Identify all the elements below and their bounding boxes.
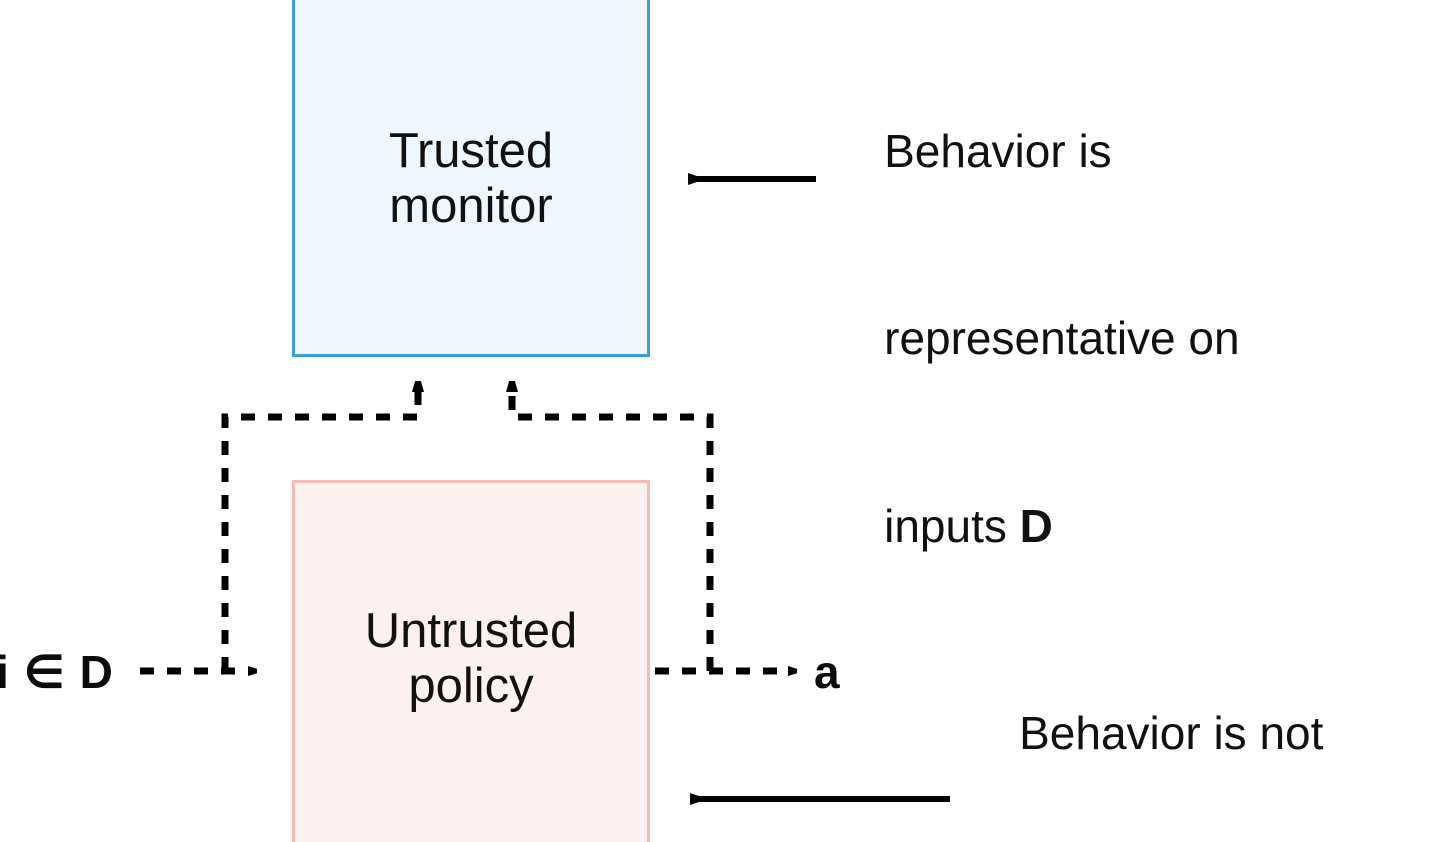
node-trusted-monitor[interactable]: Trusted monitor [292,0,650,357]
node-trusted-monitor-label-line1: Trusted [388,123,554,178]
node-untrusted-policy-label-line1: Untrusted [364,604,578,659]
node-untrusted-policy[interactable]: Untrusted policy [292,480,650,842]
node-trusted-monitor-label: Trusted monitor [389,124,553,234]
node-untrusted-policy-label: Untrusted policy [365,604,577,714]
annotation-top-line2: representative on [884,312,1240,365]
annotation-top: Behavior is representative on inputs D [833,57,1240,620]
node-untrusted-policy-label-line2: policy [408,659,534,713]
annotation-bottom-line1: Behavior is not [1019,706,1324,759]
annotation-top-line1: Behavior is [884,124,1112,177]
annotation-bottom: Behavior is not representative on inputs… [968,639,1375,842]
edge-label-action: a [814,646,840,698]
edge-label-input: i ∈ D [0,646,114,698]
annotation-top-line3-bold: D [1019,499,1053,552]
annotation-top-line3-prefix: inputs [884,499,1020,552]
node-trusted-monitor-label-line2: monitor [389,178,553,233]
